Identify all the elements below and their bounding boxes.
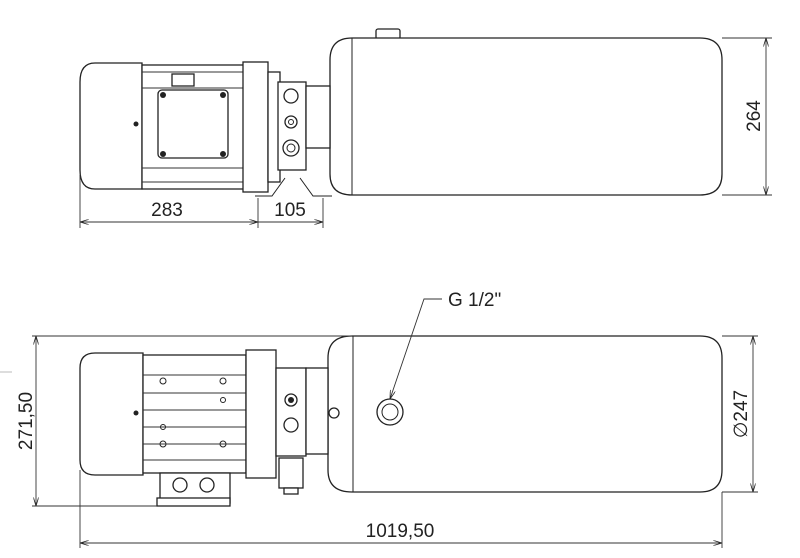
motor-front xyxy=(79,349,277,507)
motor-top xyxy=(79,61,281,193)
dim-total-height: 271,50 xyxy=(16,392,37,450)
pump-front xyxy=(275,367,340,495)
dim-total-length: 1019,50 xyxy=(366,521,435,542)
pump-top xyxy=(255,81,332,197)
dim-pump-length: 105 xyxy=(274,200,306,221)
port-callout-label: G 1/2" xyxy=(448,290,501,311)
dimensions-front: 271,50 ∅247 1019,50 xyxy=(16,335,758,548)
callout-g-half: G 1/2" xyxy=(390,290,501,399)
dim-tank-height: 264 xyxy=(744,100,765,132)
front-view: G 1/2" 271,50 ∅247 1019,50 xyxy=(0,290,758,548)
tank-top xyxy=(329,28,723,196)
tank-front xyxy=(327,335,723,493)
top-view: 283 105 264 xyxy=(79,28,772,228)
dim-tank-diameter: ∅247 xyxy=(731,390,752,438)
g-half-inch-port xyxy=(376,398,404,426)
dim-motor-length: 283 xyxy=(151,200,183,221)
dimensions-top: 283 105 264 xyxy=(79,37,772,228)
